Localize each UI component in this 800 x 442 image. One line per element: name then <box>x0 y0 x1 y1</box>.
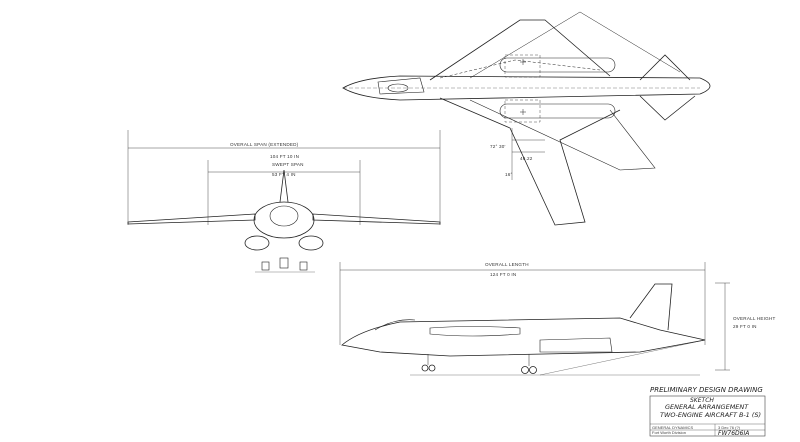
swept-span-value: 53 FT 4 IN <box>272 172 296 177</box>
sweep-angle-min: 16° <box>505 172 513 177</box>
title-block: PRELIMINARY DESIGN DRAWING SKETCH GENERA… <box>649 386 766 437</box>
title-line-2: GENERAL ARRANGEMENT <box>665 403 749 411</box>
drawing-date: 3 Dec 76 (?) <box>718 425 741 430</box>
front-view <box>127 130 441 273</box>
plan-tail-lower <box>639 95 696 121</box>
front-tail <box>279 169 289 203</box>
company-name: GENERAL DYNAMICS <box>652 425 694 430</box>
plan-wing-upper-swept <box>469 11 681 79</box>
sweep-angle-max: 72° 30' <box>490 144 506 149</box>
front-fuselage <box>253 201 315 239</box>
overall-length-value: 124 FT 0 IN <box>490 272 516 277</box>
plan-nacelle-lower <box>499 103 616 119</box>
front-nacelle-right <box>298 235 324 251</box>
side-tail <box>629 283 673 331</box>
plan-wing-upper <box>429 19 611 81</box>
front-wing-left <box>127 213 256 225</box>
plan-wing-lower-swept <box>469 99 656 171</box>
side-wing <box>429 326 521 337</box>
overall-height-label: OVERALL HEIGHT <box>733 316 775 321</box>
plan-cockpit <box>377 77 425 95</box>
side-gear-main <box>521 366 529 374</box>
plan-nacelle-upper <box>499 57 616 73</box>
plan-fuselage <box>342 75 711 101</box>
division-name: Fort Worth Division <box>652 430 686 435</box>
side-engine <box>539 337 613 353</box>
side-gear-nose <box>421 364 429 372</box>
overall-height-value: 29 FT 0 IN <box>733 324 757 329</box>
plan-tail-upper <box>639 54 691 81</box>
title-line-1: SKETCH <box>690 397 714 404</box>
side-fuselage <box>341 317 706 357</box>
banner-text: PRELIMINARY DESIGN DRAWING <box>650 386 763 394</box>
overall-length-label: OVERALL LENGTH <box>485 262 529 267</box>
plan-view <box>342 11 711 226</box>
plan-wing-lower <box>439 97 621 226</box>
swept-span-label: SWEPT SPAN <box>272 162 304 167</box>
title-line-3: TWO-ENGINE AIRCRAFT B-1 (S) <box>660 411 761 419</box>
overall-span-label: OVERALL SPAN (EXTENDED) <box>230 142 299 147</box>
sweep-angle-mid: 46.22 <box>520 156 533 161</box>
front-nacelle-left <box>244 235 270 251</box>
overall-span-value: 104 FT 10 IN <box>270 154 299 159</box>
side-cockpit <box>374 319 416 331</box>
plan-glove-upper <box>439 59 601 79</box>
side-view <box>339 262 730 376</box>
drawing-number: FW76D6IA <box>718 430 749 437</box>
front-wing-right <box>312 213 441 225</box>
